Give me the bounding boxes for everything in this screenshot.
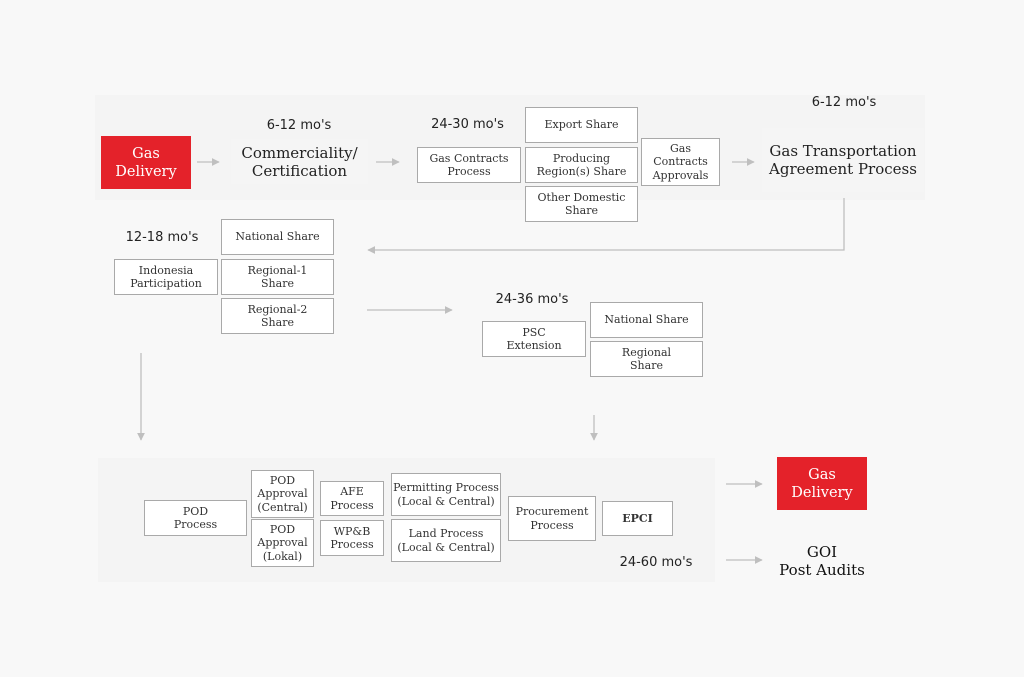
contracts-duration-label: 24-30 mo's (431, 117, 504, 132)
producing-region-share-box: Producing Region(s) Share (525, 147, 638, 183)
gas-contracts-process-box: Gas Contracts Process (417, 147, 521, 183)
export-share-box: Export Share (525, 107, 638, 143)
national-share-box: National Share (221, 219, 334, 255)
goi-post-audits-label: GOI Post Audits (779, 543, 865, 579)
afe-process-box: AFE Process (320, 481, 384, 516)
psc-duration-label: 24-36 mo's (495, 292, 569, 307)
wpb-process-box: WP&B Process (320, 520, 384, 556)
gas-transportation-agreement-box: Gas Transportation Agreement Process (762, 128, 924, 192)
commerciality-certification-box: Commerciality/ Certification (231, 139, 368, 184)
land-process-box: Land Process (Local & Central) (391, 519, 501, 562)
arrow-transport-return (367, 198, 845, 254)
final-gas-delivery-box: Gas Delivery (777, 457, 867, 510)
final-duration-label: 24-60 mo's (619, 555, 693, 570)
psc-regional-share-box: Regional Share (590, 341, 703, 377)
transport-duration-label: 6-12 mo's (811, 95, 877, 110)
pod-approval-lokal-box: POD Approval (Lokal) (251, 519, 314, 567)
gas-contracts-approvals-box: Gas Contracts Approvals (641, 138, 720, 186)
pod-approval-central-box: POD Approval (Central) (251, 470, 314, 518)
pod-process-box: POD Process (144, 500, 247, 536)
regional2-share-box: Regional-2 Share (221, 298, 334, 334)
other-domestic-share-box: Other Domestic Share (525, 186, 638, 222)
participation-duration-label: 12-18 mo's (125, 230, 199, 245)
commerciality-duration-label: 6-12 mo's (266, 118, 332, 133)
procurement-process-box: Procurement Process (508, 496, 596, 541)
indonesia-participation-box: Indonesia Participation (114, 259, 218, 295)
epci-box: EPCI (602, 501, 673, 536)
psc-extension-box: PSC Extension (482, 321, 586, 357)
permitting-process-box: Permitting Process (Local & Central) (391, 473, 501, 516)
regional1-share-box: Regional-1 Share (221, 259, 334, 295)
psc-national-share-box: National Share (590, 302, 703, 338)
gas-delivery-box: Gas Delivery (101, 136, 191, 189)
